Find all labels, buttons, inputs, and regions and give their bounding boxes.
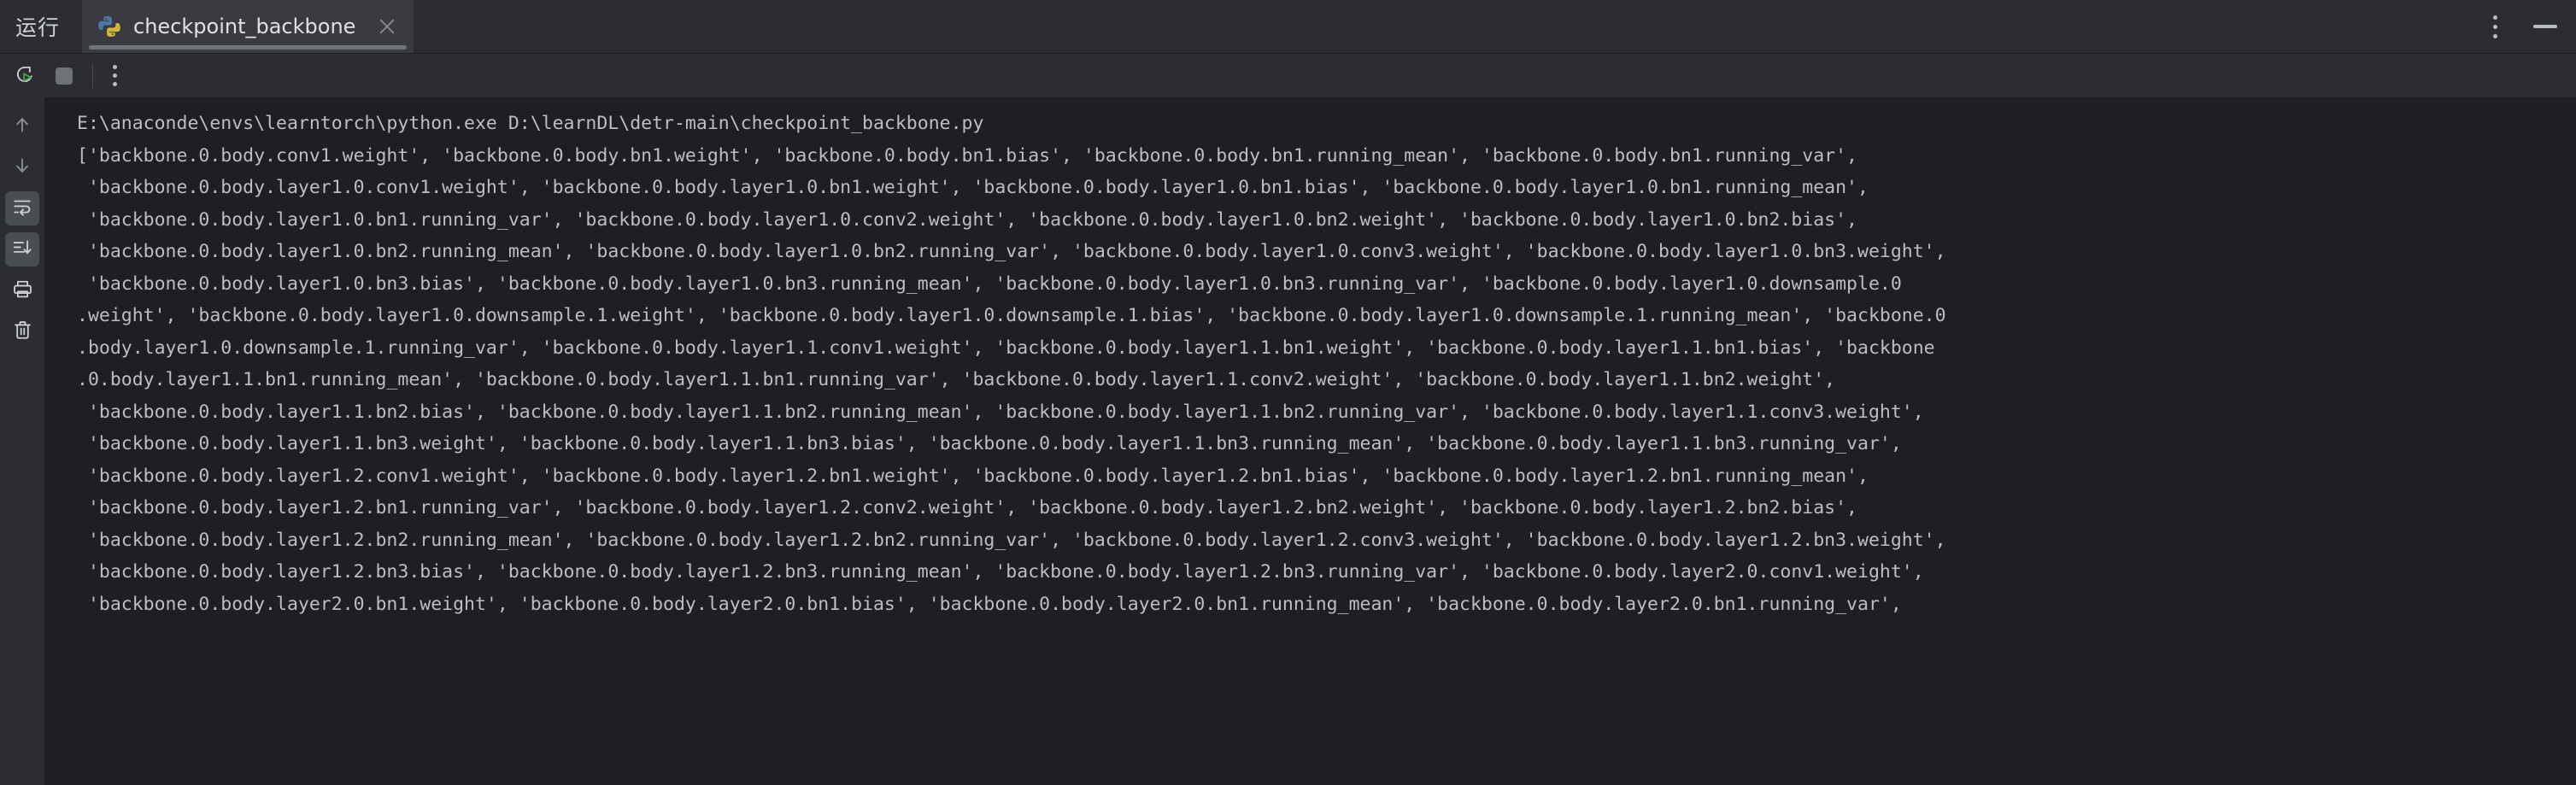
header-actions bbox=[2482, 12, 2576, 41]
rerun-button[interactable] bbox=[9, 60, 41, 92]
console-command-line: E:\anaconde\envs\learntorch\python.exe D… bbox=[77, 113, 984, 134]
more-vertical-icon[interactable] bbox=[103, 62, 126, 91]
console-line: 'backbone.0.body.layer1.0.bn3.bias', 'ba… bbox=[77, 272, 1902, 295]
console-area: E:\anaconde\envs\learntorch\python.exe D… bbox=[0, 97, 2576, 785]
dot bbox=[112, 73, 117, 78]
up-arrow-icon bbox=[11, 114, 33, 139]
console-line: 'backbone.0.body.layer1.1.bn3.weight', '… bbox=[77, 433, 1902, 454]
trash-icon bbox=[11, 319, 34, 345]
console-line: 'backbone.0.body.layer1.0.bn2.running_me… bbox=[77, 241, 1946, 262]
console-line: ['backbone.0.body.conv1.weight', 'backbo… bbox=[77, 144, 1857, 167]
dot bbox=[2492, 15, 2497, 20]
down-arrow-icon bbox=[11, 155, 33, 180]
console-side-toolbar bbox=[0, 97, 44, 785]
stop-icon bbox=[56, 67, 73, 85]
print-icon bbox=[11, 278, 34, 304]
console-line: .body.layer1.0.downsample.1.running_var'… bbox=[77, 337, 1935, 359]
console-line: 'backbone.0.body.layer1.2.bn1.running_va… bbox=[77, 497, 1857, 518]
scroll-to-end-icon bbox=[11, 237, 33, 262]
rerun-icon bbox=[14, 63, 36, 89]
dot bbox=[2492, 33, 2497, 38]
console-output[interactable]: E:\anaconde\envs\learntorch\python.exe D… bbox=[44, 97, 2576, 785]
scroll-to-end-button[interactable] bbox=[5, 232, 39, 267]
console-line: 'backbone.0.body.layer1.2.bn2.running_me… bbox=[77, 529, 1946, 551]
minimize-icon[interactable] bbox=[2533, 25, 2557, 28]
scroll-down-button[interactable] bbox=[5, 150, 39, 185]
console-line: 'backbone.0.body.layer1.0.bn1.running_va… bbox=[77, 208, 1857, 231]
dot bbox=[112, 65, 117, 69]
console-lines: ['backbone.0.body.conv1.weight', 'backbo… bbox=[77, 140, 2576, 621]
console-line: 'backbone.0.body.layer1.2.conv1.weight',… bbox=[77, 465, 1869, 487]
dot bbox=[2492, 24, 2497, 29]
soft-wrap-button[interactable] bbox=[5, 191, 39, 226]
console-line: 'backbone.0.body.layer1.1.bn2.bias', 'ba… bbox=[77, 401, 1924, 423]
stop-button[interactable] bbox=[48, 60, 80, 92]
run-toolbar bbox=[0, 53, 2576, 97]
tab-title: checkpoint_backbone bbox=[133, 15, 356, 38]
run-tool-window-label: 运行 bbox=[15, 15, 61, 40]
console-line: 'backbone.0.body.layer1.0.conv1.weight',… bbox=[77, 177, 1869, 198]
close-icon[interactable] bbox=[378, 17, 396, 36]
console-line: .0.body.layer1.1.bn1.running_mean', 'bac… bbox=[77, 369, 1836, 390]
python-file-icon bbox=[97, 15, 121, 38]
tab-checkpoint-backbone[interactable]: checkpoint_backbone bbox=[82, 0, 414, 53]
scroll-up-button[interactable] bbox=[5, 109, 39, 144]
clear-console-button[interactable] bbox=[5, 314, 39, 349]
toolbar-separator bbox=[92, 63, 93, 88]
console-line: 'backbone.0.body.layer1.2.bn3.bias', 'ba… bbox=[77, 561, 1924, 583]
dot bbox=[112, 82, 117, 86]
print-button[interactable] bbox=[5, 273, 39, 308]
tab-active-underline bbox=[89, 45, 408, 50]
more-vertical-icon[interactable] bbox=[2482, 12, 2508, 41]
console-line: 'backbone.0.body.layer2.0.bn1.weight', '… bbox=[77, 593, 1902, 615]
soft-wrap-icon bbox=[11, 196, 33, 221]
run-tool-window-header: 运行 checkpoint_backbone bbox=[0, 0, 2576, 53]
console-line: .weight', 'backbone.0.body.layer1.0.down… bbox=[77, 305, 1946, 326]
